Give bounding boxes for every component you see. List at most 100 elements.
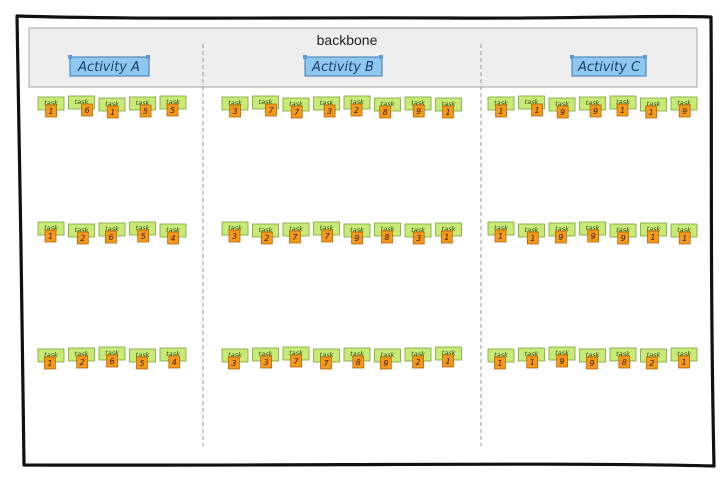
estimate-card <box>442 105 454 119</box>
estimate-card <box>137 229 150 243</box>
estimate-value: 7 <box>294 357 300 366</box>
estimate-card <box>44 356 56 370</box>
task-label: task <box>75 98 89 106</box>
estimate-value: 5 <box>143 107 148 116</box>
estimate-card <box>381 230 393 244</box>
task-label: task <box>259 98 273 106</box>
estimate-card <box>379 356 392 370</box>
task-label: task <box>555 225 569 233</box>
estimate-value: 4 <box>172 358 177 367</box>
task-label: task <box>525 226 539 234</box>
estimate-card <box>76 355 89 369</box>
estimate-card <box>290 354 302 368</box>
task-label: task <box>289 225 303 233</box>
estimate-card <box>106 105 119 119</box>
estimate-card <box>81 103 93 117</box>
task-label: task <box>289 349 303 357</box>
activity-card-a[interactable]: Activity A <box>68 55 150 77</box>
estimate-value: 1 <box>445 108 450 117</box>
task-label: task <box>525 350 539 358</box>
estimate-card <box>412 231 425 245</box>
estimate-card <box>105 230 117 244</box>
estimate-card <box>412 104 425 118</box>
activity-card-c[interactable]: Activity C <box>570 55 647 77</box>
estimate-value: 2 <box>649 359 654 368</box>
activity-card-b[interactable]: Activity B <box>303 55 383 77</box>
estimate-value: 8 <box>384 233 389 242</box>
task-label: task <box>442 225 456 233</box>
estimate-value: 1 <box>498 232 503 241</box>
estimate-value: 9 <box>560 357 565 366</box>
task-label: task <box>677 226 691 234</box>
estimate-value: 9 <box>593 107 598 116</box>
estimate-card <box>586 356 598 370</box>
estimate-card <box>494 229 507 243</box>
task-label: task <box>136 351 150 359</box>
estimate-value: 9 <box>383 359 388 368</box>
estimate-card <box>289 230 301 244</box>
task-label: task <box>105 100 119 108</box>
estimate-value: 2 <box>264 234 269 243</box>
